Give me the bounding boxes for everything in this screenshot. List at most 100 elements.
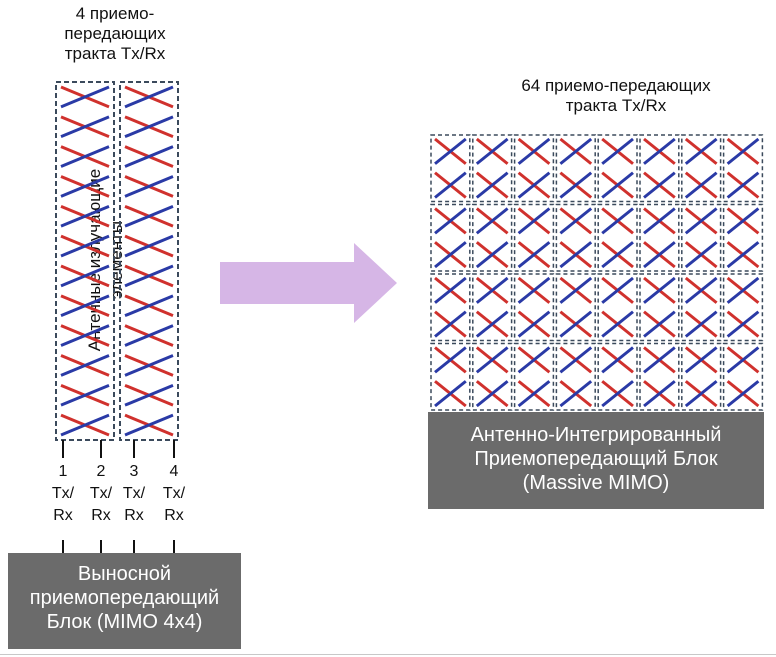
antenna-element-blue-arm: [684, 137, 718, 165]
antenna-element-blue-arm: [60, 383, 110, 407]
port-number: 4: [169, 463, 179, 480]
antenna-element-blue-arm: [60, 204, 110, 228]
array-cell: [472, 273, 513, 342]
antenna-element-blue-arm: [434, 380, 467, 408]
antenna-element-blue-arm: [684, 207, 718, 235]
port-line2: Rx: [91, 507, 111, 524]
antenna-element-blue-arm: [684, 241, 718, 269]
array-cell: [722, 342, 764, 411]
antenna-element-blue-arm: [726, 276, 760, 304]
antenna-element-blue-arm: [475, 310, 509, 338]
antenna-element-blue-arm: [684, 276, 718, 304]
antenna-element-blue-arm: [434, 276, 467, 304]
remote-radio-unit-box: Выносной приемопередающий Блок (MIMO 4x4…: [8, 553, 241, 649]
antenna-element-blue-arm: [643, 310, 676, 338]
array-cell: [681, 342, 722, 411]
left-title: 4 приемо- передающих тракта Tx/Rx: [30, 4, 200, 64]
antenna-element-blue-arm: [517, 137, 551, 165]
antenna-element-blue-arm: [517, 276, 551, 304]
antenna-element-blue-arm: [475, 171, 509, 199]
antenna-element-blue-arm: [60, 85, 110, 109]
antenna-element-blue-arm: [559, 171, 593, 199]
array-cell: [639, 273, 680, 342]
antenna-element-blue-arm: [124, 175, 174, 198]
antenna-element-blue-arm: [643, 346, 676, 374]
left-title-line-2: передающих: [64, 24, 166, 43]
antenna-element-blue-arm: [475, 346, 509, 374]
array-cell: [681, 273, 722, 342]
array-cell: [430, 273, 471, 342]
port-connectors: [62, 440, 175, 553]
antenna-element-blue-arm: [726, 171, 760, 199]
array-cell: [597, 203, 638, 272]
antenna-column-1: [55, 81, 115, 441]
port-line1: Tx/: [89, 485, 113, 502]
right-title-line-2: тракта Tx/Rx: [565, 96, 667, 115]
array-cell: [513, 342, 555, 411]
array-cell: [597, 134, 638, 203]
left-box-line-2: приемопередающий: [29, 587, 220, 609]
right-title-line-1: 64 приемо-передающих: [521, 76, 711, 95]
antenna-element-blue-arm: [60, 115, 110, 139]
antenna-element-blue-arm: [601, 380, 634, 408]
antenna-element-blue-arm: [726, 241, 760, 269]
right-arrow-icon: [220, 243, 397, 323]
antenna-element-blue-arm: [517, 171, 551, 199]
antenna-element-blue-arm: [434, 171, 467, 199]
antenna-element-blue-arm: [60, 175, 110, 198]
antenna-element-blue-arm: [475, 137, 509, 165]
antenna-element-blue-arm: [643, 207, 676, 235]
antenna-element-blue-arm: [726, 346, 760, 374]
antenna-element-blue-arm: [559, 346, 593, 374]
antenna-element-blue-arm: [124, 85, 174, 109]
antenna-element-blue-arm: [434, 137, 467, 165]
left-antenna-columns: [55, 81, 179, 441]
antenna-element-blue-arm: [475, 207, 509, 235]
antenna-element-blue-arm: [643, 241, 676, 269]
antenna-element-blue-arm: [475, 276, 509, 304]
left-title-line-1: 4 приемо-: [75, 4, 155, 23]
antenna-element-blue-arm: [643, 171, 676, 199]
bottom-divider: [0, 654, 776, 655]
array-cell: [430, 342, 471, 411]
antenna-element-blue-arm: [684, 346, 718, 374]
array-cell: [513, 273, 555, 342]
antenna-element-blue-arm: [643, 276, 676, 304]
antenna-element-blue-arm: [559, 241, 593, 269]
antenna-element-blue-arm: [559, 137, 593, 165]
array-cell: [597, 273, 638, 342]
antenna-element-blue-arm: [60, 324, 110, 347]
antenna-element-blue-arm: [124, 324, 174, 347]
array-cell: [681, 134, 722, 203]
antenna-element-blue-arm: [517, 241, 551, 269]
left-box-line-3: Блок (MIMO 4x4): [46, 611, 203, 633]
antenna-element-blue-arm: [726, 207, 760, 235]
array-cell: [681, 203, 722, 272]
port-line2: Rx: [124, 507, 144, 524]
port-number: 1: [58, 463, 68, 480]
antenna-element-blue-arm: [60, 264, 110, 288]
array-cell: [555, 134, 596, 203]
port-line1: Tx/: [51, 485, 75, 502]
array-cell: [639, 342, 680, 411]
massive-mimo-array: [430, 134, 764, 411]
array-cell: [430, 203, 471, 272]
antenna-element-blue-arm: [60, 294, 110, 318]
array-cell: [430, 134, 471, 203]
antenna-element-blue-arm: [684, 310, 718, 338]
array-cell: [722, 134, 764, 203]
antenna-column-2: [119, 81, 179, 441]
antenna-element-blue-arm: [601, 346, 634, 374]
antenna-element-blue-arm: [643, 380, 676, 408]
antenna-element-blue-arm: [726, 137, 760, 165]
antenna-element-blue-arm: [434, 207, 467, 235]
antenna-element-blue-arm: [517, 346, 551, 374]
antenna-element-blue-arm: [517, 310, 551, 338]
antenna-element-blue-arm: [559, 310, 593, 338]
active-antenna-unit-box: Антенно-Интегрированный Приемопередающий…: [428, 412, 764, 509]
antenna-element-blue-arm: [124, 294, 174, 318]
